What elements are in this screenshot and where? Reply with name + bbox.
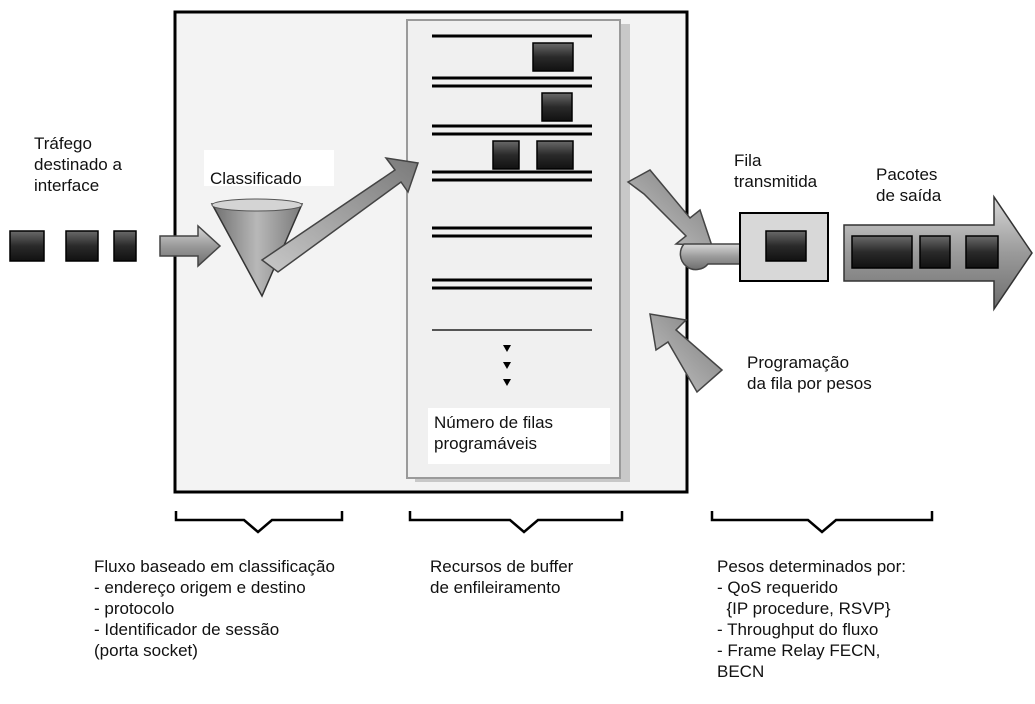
queue-exit-arrow xyxy=(626,169,745,271)
queued-packets xyxy=(492,42,574,170)
queued-packet xyxy=(541,92,573,122)
transmit-queue-label: Fila transmitida xyxy=(734,151,818,191)
ellipsis-dots xyxy=(503,345,511,386)
output-packet xyxy=(965,235,999,269)
brace-buffer xyxy=(408,511,624,534)
weights-caption: Pesos determinados por: - QoS requerido … xyxy=(717,557,906,681)
scheduler-arrow xyxy=(649,313,724,394)
queue-count-label: Número de filas programáveis xyxy=(428,408,610,464)
transmit-packet xyxy=(765,230,807,262)
incoming-packet xyxy=(9,230,45,262)
queue-lines xyxy=(432,34,592,290)
queued-packet xyxy=(492,140,520,170)
incoming-traffic-label: Tráfego destinado a interface xyxy=(34,134,122,195)
queued-packet xyxy=(532,42,574,72)
incoming-packet xyxy=(113,230,137,262)
queued-packet xyxy=(536,140,574,170)
incoming-arrow xyxy=(159,224,222,268)
brace-classification xyxy=(174,511,344,534)
transmit-queue-box xyxy=(739,212,829,282)
buffer-caption: Recursos de buffer de enfileiramento xyxy=(430,557,574,597)
classifier-label: Classificado xyxy=(210,169,302,188)
incoming-packet xyxy=(65,230,99,262)
incoming-packets xyxy=(9,230,137,262)
classifier-label-bg xyxy=(204,150,334,186)
brace-weights xyxy=(710,511,934,534)
output-arrow xyxy=(843,194,1033,312)
buffer-panel xyxy=(406,19,630,482)
classifier-to-queue-arrow xyxy=(260,156,420,273)
output-packets-label: Pacotes de saída xyxy=(876,165,942,205)
output-packet xyxy=(851,235,913,269)
output-packet xyxy=(919,235,951,269)
scheduler-label: Programação da fila por pesos xyxy=(747,353,872,393)
classification-caption: Fluxo baseado em classificação - endereç… xyxy=(94,557,335,660)
